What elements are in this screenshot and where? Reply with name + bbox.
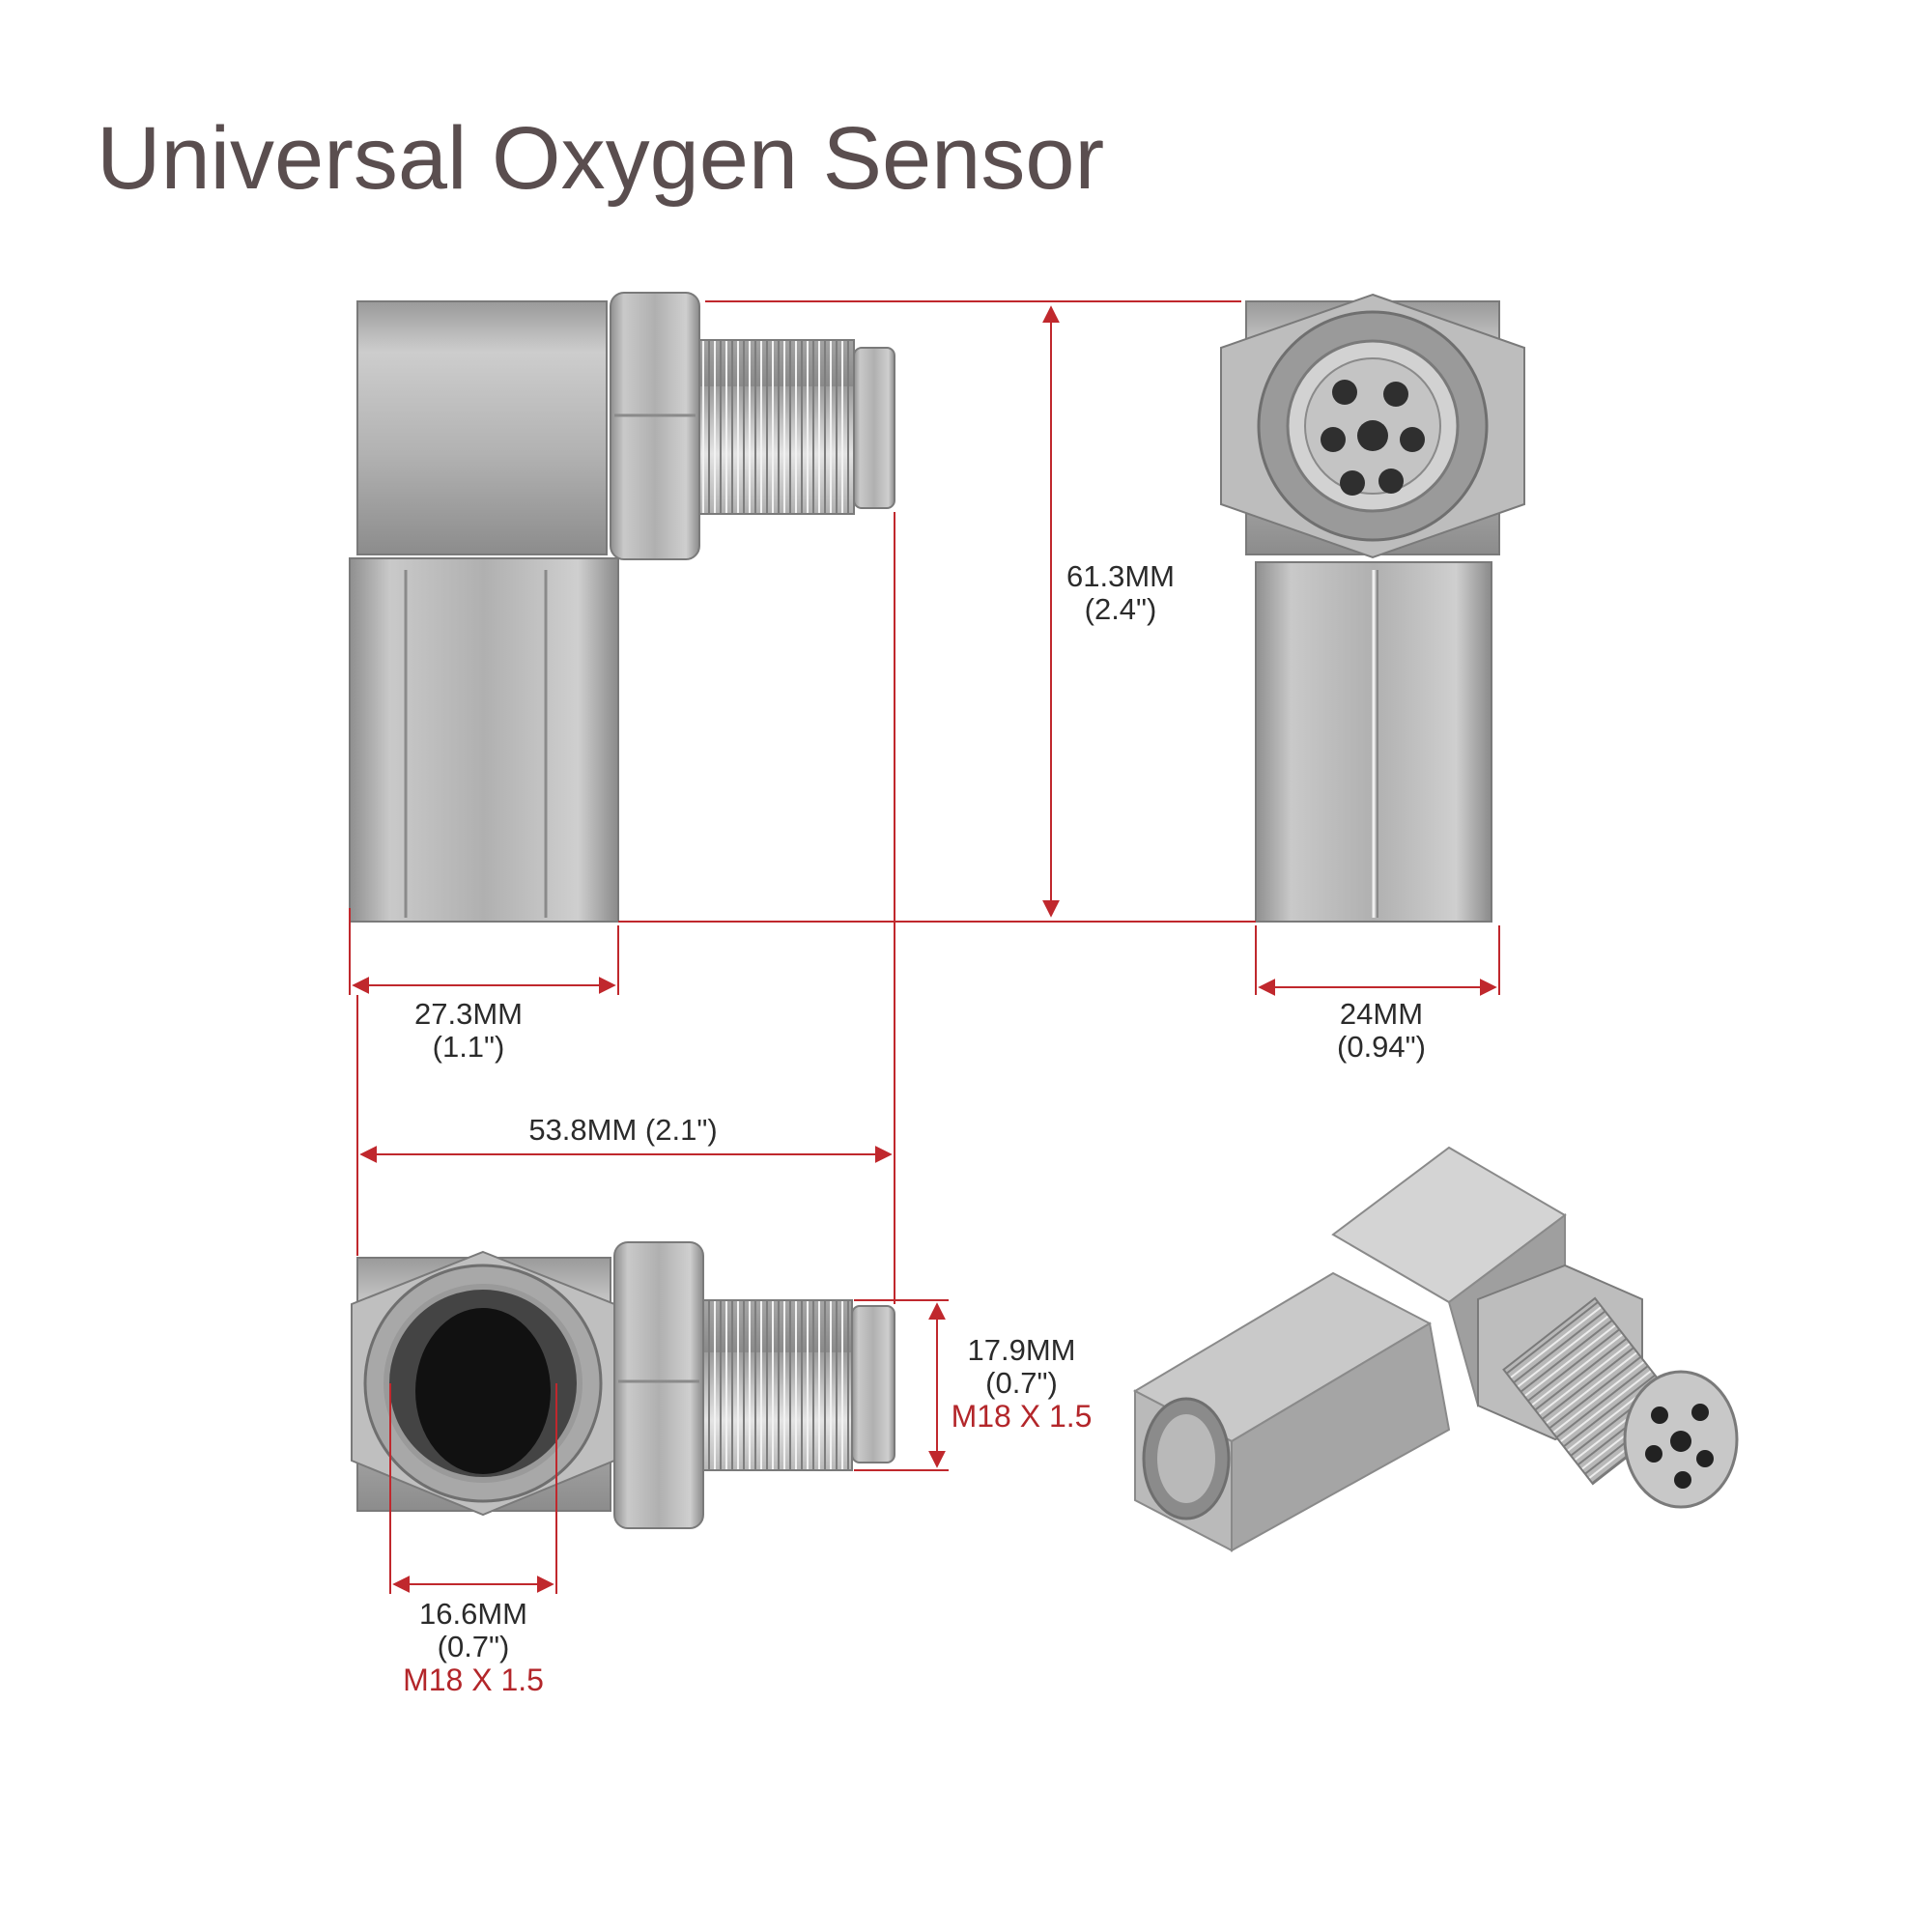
inlet-bore bbox=[415, 1308, 551, 1474]
outlet-hole bbox=[1378, 469, 1404, 494]
dim-hex-width-label: 24MM (0.94") bbox=[1309, 998, 1454, 1064]
dim-body-width-label: 27.3MM (1.1") bbox=[396, 998, 541, 1064]
dim-height-label: 61.3MM (2.4") bbox=[1053, 560, 1188, 626]
dim-female-thread-inch: (0.7") bbox=[437, 1630, 510, 1663]
nut-bottom bbox=[613, 1241, 704, 1529]
outlet-hole bbox=[1357, 420, 1388, 451]
outlet-hole bbox=[1332, 380, 1357, 405]
end-view-outlet bbox=[1220, 293, 1525, 923]
nut bbox=[610, 292, 700, 560]
dim-male-thread-spec: M18 X 1.5 bbox=[951, 1399, 1093, 1434]
male-thread bbox=[698, 339, 855, 515]
dim-female-thread-label: 16.6MM (0.7") M18 X 1.5 bbox=[391, 1597, 555, 1697]
thread-tip-bottom bbox=[851, 1305, 895, 1463]
side-view bbox=[349, 292, 895, 923]
thread-tip bbox=[853, 347, 895, 509]
dim-body-width-mm: 27.3MM bbox=[414, 997, 523, 1031]
persp-hex-side bbox=[1231, 1321, 1451, 1552]
bottom-view-inlet bbox=[351, 1241, 895, 1529]
dim-length-label: 53.8MM (2.1") bbox=[502, 1114, 744, 1147]
dim-female-thread-spec: M18 X 1.5 bbox=[403, 1662, 544, 1697]
dim-male-thread-inch: (0.7") bbox=[985, 1366, 1058, 1400]
hex-body bbox=[349, 557, 619, 923]
dim-length-text: 53.8MM (2.1") bbox=[528, 1113, 718, 1147]
perspective-view bbox=[1132, 1146, 1739, 1552]
page-title: Universal Oxygen Sensor bbox=[97, 109, 1105, 208]
male-thread-bottom bbox=[702, 1299, 853, 1471]
dim-male-thread-label: 17.9MM (0.7") M18 X 1.5 bbox=[942, 1333, 1101, 1434]
dim-hex-width-mm: 24MM bbox=[1339, 997, 1424, 1031]
dim-body-width-inch: (1.1") bbox=[432, 1030, 505, 1064]
outlet-hole bbox=[1340, 470, 1365, 496]
outlet-hole bbox=[1321, 427, 1346, 452]
dim-height-inch: (2.4") bbox=[1084, 592, 1157, 626]
dimension-lines bbox=[349, 300, 1500, 1594]
dim-height-mm: 61.3MM bbox=[1066, 559, 1175, 593]
dim-hex-width-inch: (0.94") bbox=[1337, 1030, 1426, 1064]
dim-female-thread-mm: 16.6MM bbox=[419, 1597, 527, 1631]
outlet-hole bbox=[1400, 427, 1425, 452]
body-block bbox=[356, 300, 608, 555]
outlet-hole bbox=[1383, 382, 1408, 407]
dim-male-thread-mm: 17.9MM bbox=[967, 1333, 1076, 1367]
